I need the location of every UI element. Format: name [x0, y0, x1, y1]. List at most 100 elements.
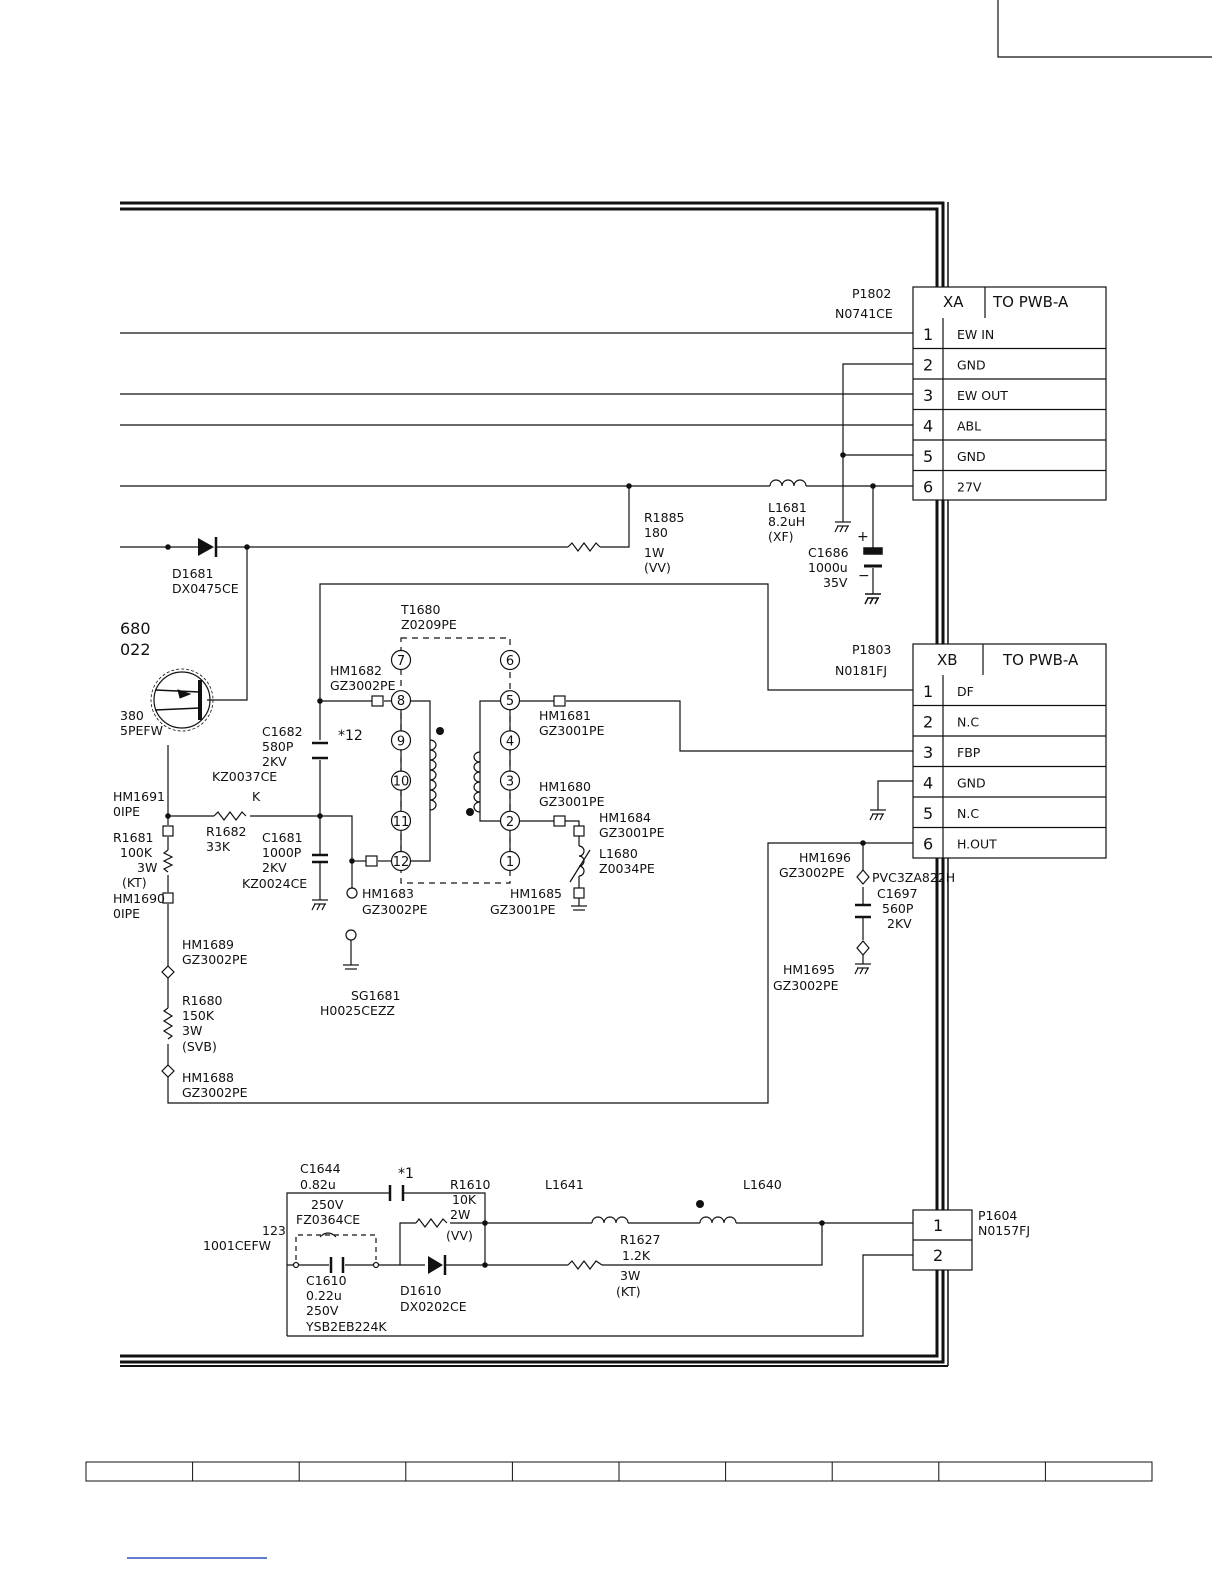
- hm1682-ref: HM1682: [330, 663, 382, 678]
- r1682-resistor: [213, 811, 247, 821]
- p1802-part: N0741CE: [835, 306, 893, 321]
- r1610-ref: R1610: [450, 1177, 491, 1192]
- hm1691-ref: HM1691: [113, 789, 165, 804]
- p1803-code: XB: [937, 651, 958, 669]
- fuse-part: 1001CEFW: [203, 1238, 271, 1253]
- fuse-terminals: [292, 1261, 380, 1269]
- t1680-secondary-pin: [499, 810, 521, 831]
- t1680-primary-pin-label: 9: [397, 734, 405, 749]
- p1802-pin-num: 2: [923, 356, 933, 375]
- r1627-type: (KT): [616, 1284, 641, 1299]
- hm1688-part: GZ3002PE: [182, 1085, 248, 1100]
- c1682-value: 580P: [262, 739, 294, 754]
- c1610-value: 0.22u: [306, 1288, 342, 1303]
- t1680-secondary-pin-label: 3: [506, 775, 514, 790]
- t1680-secondary-pin: [499, 850, 521, 872]
- d1681-part: DX0475CE: [172, 581, 239, 596]
- l1681-ref: L1681: [768, 500, 807, 515]
- hm1685-ref: HM1685: [510, 886, 562, 901]
- c1610-capacitor: [329, 1257, 345, 1273]
- ground-symbol: [834, 521, 851, 533]
- c1681-voltage: 2KV: [262, 860, 287, 875]
- p1803-pin-num: 2: [923, 713, 933, 732]
- p1802-dest: TO PWB-A: [992, 293, 1069, 311]
- d1681-ref: D1681: [172, 566, 213, 581]
- pads: [162, 695, 585, 904]
- hm1690-part: 0IPE: [113, 906, 140, 921]
- hm1696-ref: HM1696: [799, 850, 851, 865]
- r1681-ref: R1681: [113, 830, 154, 845]
- p1803-pin-name: DF: [957, 684, 974, 699]
- t1680-primary-pin: [390, 810, 412, 831]
- hm1684-ref: HM1684: [599, 810, 651, 825]
- hm1680-ref: HM1680: [539, 779, 591, 794]
- t1680-part: Z0209PE: [401, 617, 457, 632]
- hm1683-terminal: [346, 887, 358, 899]
- board-border: [120, 201, 949, 1367]
- r1681-resistor: [162, 849, 174, 873]
- c1681-part: KZ0024CE: [242, 876, 307, 891]
- p1803-pin-num: 5: [923, 804, 933, 823]
- l1680-ref: L1680: [599, 846, 638, 861]
- l1681-type: (XF): [768, 529, 794, 544]
- title-box-frame: [997, 0, 1212, 58]
- c1682-part: KZ0037CE: [212, 769, 277, 784]
- t1680-primary-pin-label: 12: [393, 855, 410, 870]
- p1802-pin-name: GND: [957, 449, 986, 464]
- grid-strip: [85, 1461, 1153, 1482]
- c1682-capacitor: [312, 741, 328, 760]
- c1681-value: 1000P: [262, 845, 302, 860]
- r1627-ref: R1627: [620, 1232, 661, 1247]
- sg1681-part: H0025CEZZ: [320, 1003, 395, 1018]
- l1641-inductor: [591, 1216, 629, 1224]
- l1640-ref: L1640: [743, 1177, 782, 1192]
- fuse-ref: 123: [262, 1223, 286, 1238]
- p1802-code: XA: [943, 293, 964, 311]
- c1682-ref: C1682: [262, 724, 303, 739]
- p1802-pin-name: EW IN: [957, 327, 994, 342]
- c1644-part: FZ0364CE: [296, 1212, 360, 1227]
- t1680-ref: T1680: [400, 602, 440, 617]
- p1803-pin-num: 6: [923, 835, 933, 854]
- d1610-diode: [428, 1255, 447, 1275]
- t1680-primary-pin: [390, 690, 412, 711]
- p1802-pin-num: 6: [923, 478, 933, 497]
- p1604-ref: P1604: [978, 1208, 1017, 1223]
- t1680-secondary-pin-label: 6: [506, 654, 514, 669]
- c1610-voltage: 250V: [306, 1303, 339, 1318]
- q1680-transistor: [150, 668, 214, 732]
- r1610-value: 10K: [452, 1192, 477, 1207]
- c1644-value: 0.82u: [300, 1177, 336, 1192]
- c1610-part: YSB2EB224K: [305, 1319, 387, 1334]
- hm1685-part: GZ3001PE: [490, 902, 556, 917]
- p1803-pin-name: H.OUT: [957, 837, 997, 852]
- p1803-pin-num: 4: [923, 774, 933, 793]
- c1697-ref: C1697: [877, 886, 918, 901]
- hm1689-part: GZ3002PE: [182, 952, 248, 967]
- hm1696-part: GZ3002PE: [779, 865, 845, 880]
- l1681-value: 8.2uH: [768, 514, 805, 529]
- p1802-ref: P1802: [852, 286, 891, 301]
- p1604-pin-1: 1: [933, 1216, 943, 1235]
- t1680-secondary-pin: [499, 770, 521, 791]
- connector-p1604: 1 2 P1604 N0157FJ: [912, 1208, 1030, 1271]
- c1681-ground: [311, 899, 328, 911]
- p1803-part: N0181FJ: [835, 663, 887, 678]
- t1680-secondary-pin-label: 1: [506, 855, 514, 870]
- c1697-value: 560P: [882, 901, 914, 916]
- hm1689-ref: HM1689: [182, 937, 234, 952]
- note-1: *1: [398, 1166, 414, 1182]
- p1802-pin-name: ABL: [957, 419, 981, 434]
- hm1690-ref: HM1690: [113, 891, 165, 906]
- t1680-primary-pin: [390, 770, 412, 791]
- c1644-capacitor: [388, 1185, 405, 1201]
- c1697-capacitor: [855, 903, 871, 919]
- r1680-type: (SVB): [182, 1039, 217, 1054]
- r1680-ref: R1680: [182, 993, 223, 1008]
- t1680-secondary-pin-label: 5: [506, 694, 514, 709]
- p1802-pin-num: 4: [923, 417, 933, 436]
- p1803-pin-name: N.C: [957, 806, 979, 821]
- t1680-secondary-pin-label: 2: [506, 815, 514, 830]
